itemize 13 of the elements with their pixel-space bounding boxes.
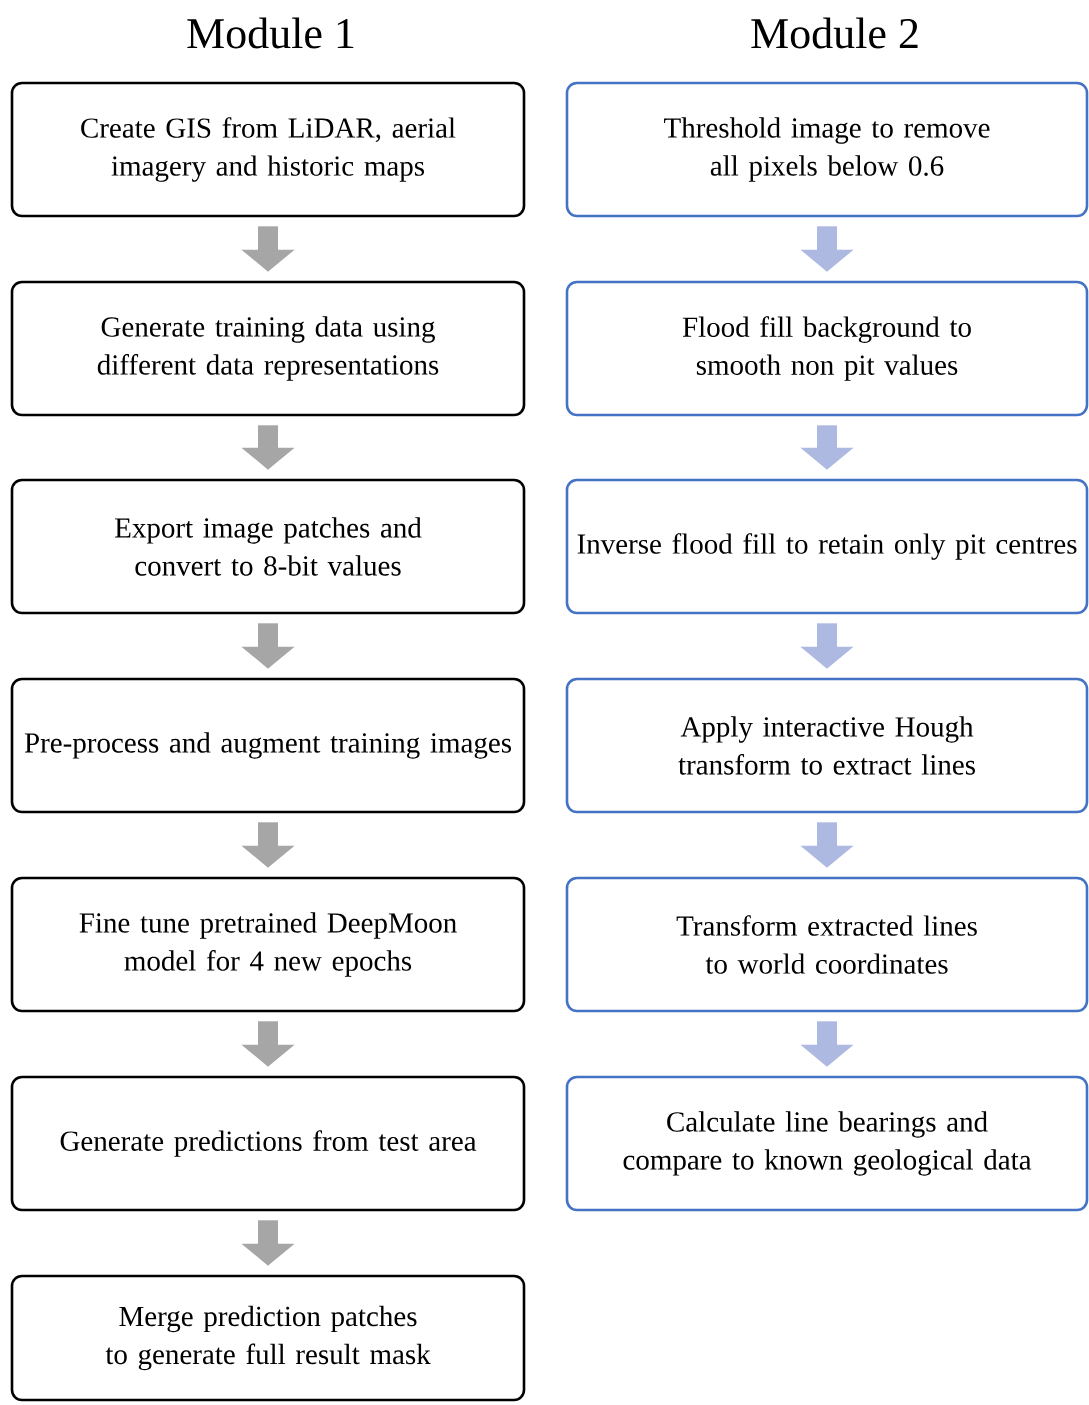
- process-box: Inverse flood fill to retain only pit centres: [565, 478, 1089, 615]
- process-box: Fine tune pretrained DeepMoon model for 4 new epochs: [10, 876, 526, 1013]
- process-box: Generate training data using different data representations: [10, 280, 526, 417]
- process-box: Flood fill background to smooth non pit values: [565, 280, 1089, 417]
- process-box: Threshold image to remove all pixels below 0.6: [565, 81, 1089, 218]
- process-box: Apply interactive Hough transform to extract lines: [565, 677, 1089, 814]
- process-box: Calculate line bearings and compare to known geological data: [565, 1075, 1089, 1212]
- process-box: Pre-process and augment training images: [10, 677, 526, 814]
- process-box: Export image patches and convert to 8-bit values: [10, 478, 526, 615]
- process-box: Merge prediction patches to generate full result mask: [10, 1274, 526, 1402]
- process-box: Generate predictions from test area: [10, 1075, 526, 1212]
- process-box: Create GIS from LiDAR, aerial imagery and historic maps: [10, 81, 526, 218]
- process-box: Transform extracted lines to world coordinates: [565, 876, 1089, 1013]
